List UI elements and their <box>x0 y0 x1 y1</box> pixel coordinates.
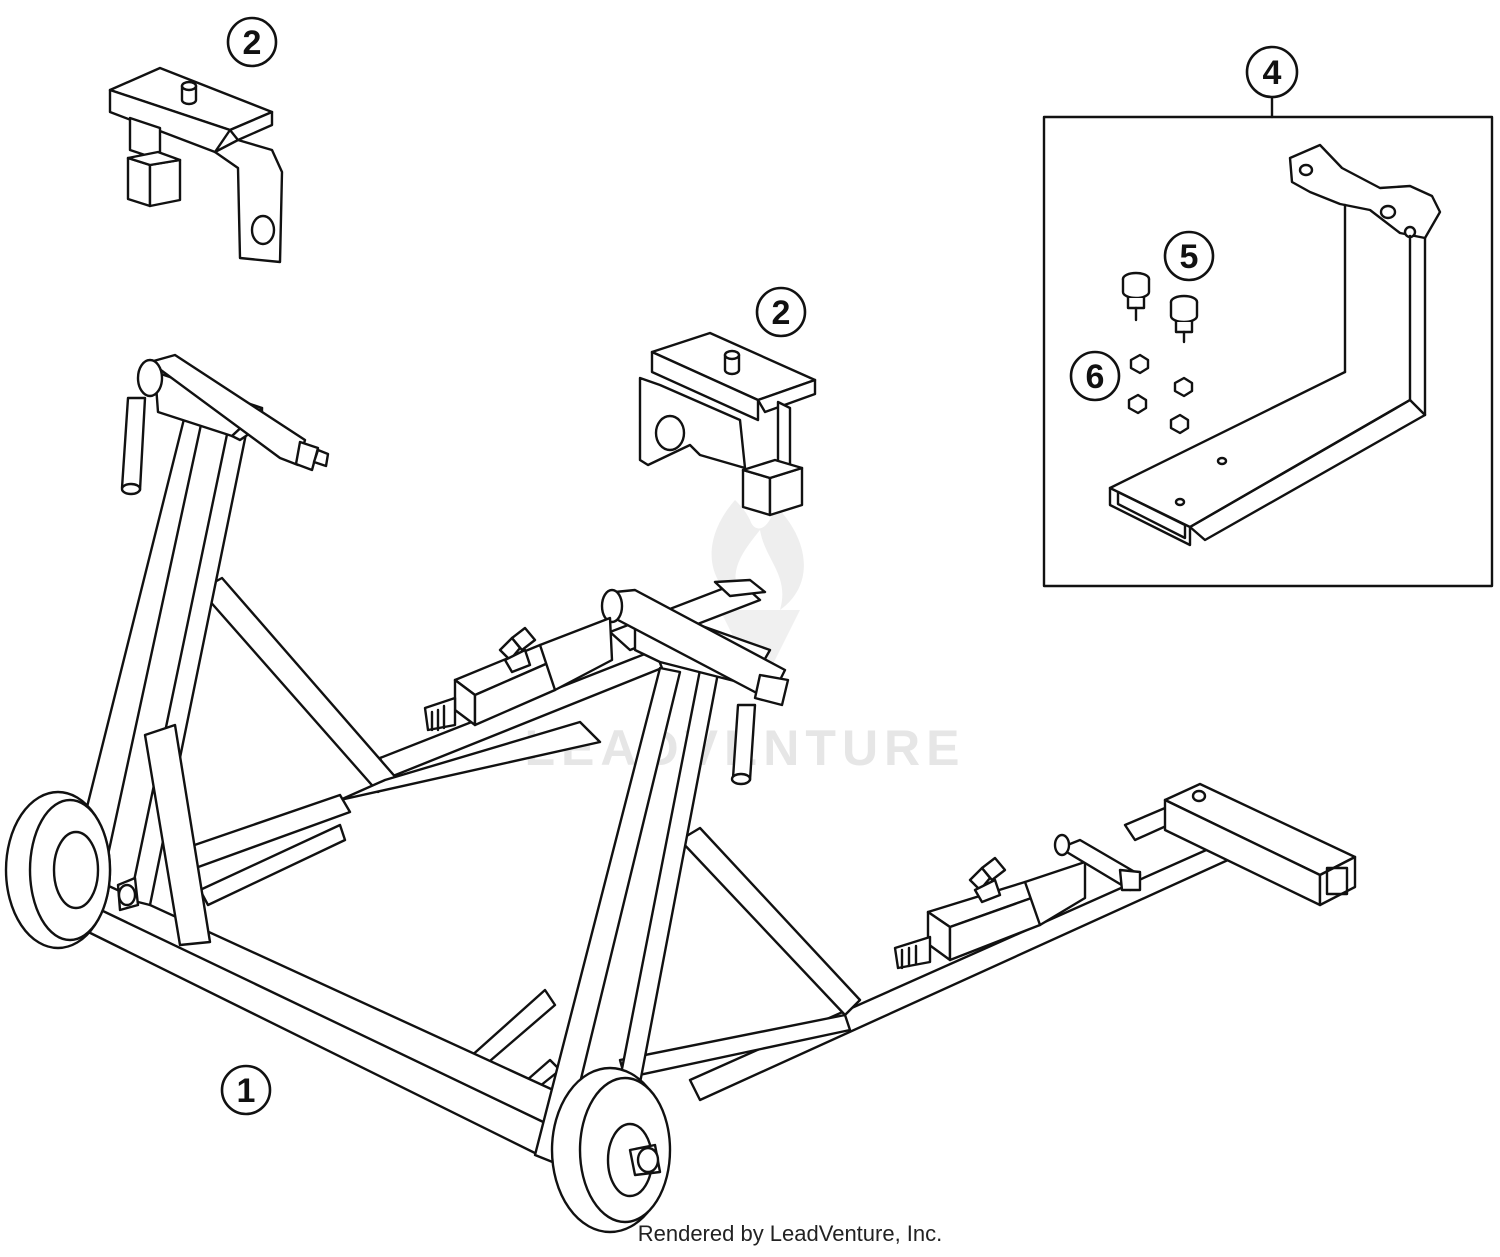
callout-5: 5 <box>1163 230 1215 282</box>
callout-6: 6 <box>1069 350 1121 402</box>
callout-6-label: 6 <box>1086 358 1105 396</box>
part-4-kit-box <box>1042 96 1494 588</box>
part-2-bracket-center <box>638 331 817 517</box>
callout-4-label: 4 <box>1263 54 1282 92</box>
callout-2-center: 2 <box>755 286 807 338</box>
callout-4: 4 <box>1245 45 1299 99</box>
callout-5-label: 5 <box>1180 238 1199 276</box>
part-2-bracket-left <box>108 66 284 264</box>
callout-1: 1 <box>220 1064 272 1116</box>
callout-2-left: 2 <box>226 16 278 68</box>
wheel-left <box>4 790 140 950</box>
callout-2-center-label: 2 <box>772 294 791 332</box>
callout-2-left-label: 2 <box>243 24 262 62</box>
part-6-nuts <box>1127 353 1194 435</box>
callout-1-label: 1 <box>237 1072 256 1110</box>
render-credit: Rendered by LeadVenture, Inc. <box>637 1221 943 1246</box>
part-5-bolts <box>1121 271 1199 344</box>
part-1-stand <box>4 353 1357 1234</box>
wheel-right <box>550 1066 672 1234</box>
